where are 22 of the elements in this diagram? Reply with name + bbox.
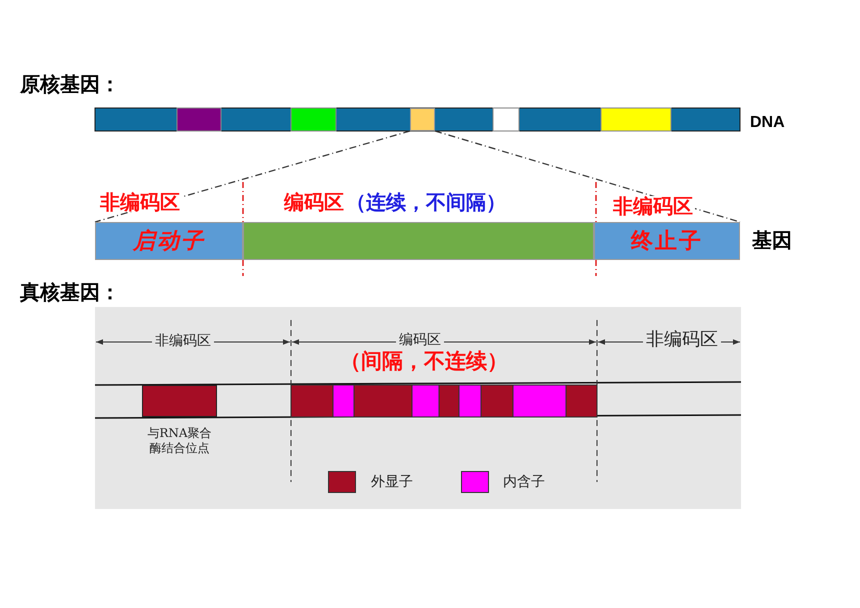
- legend-label: 内含子: [503, 475, 545, 489]
- dna-segment: [410, 108, 435, 131]
- terminator-box: [594, 222, 740, 260]
- region-note: （间隔，不连续）: [340, 350, 508, 371]
- gene-label: 基因: [752, 230, 792, 250]
- binding-site-box: [142, 385, 217, 417]
- section-title: 真核基因：: [20, 282, 120, 302]
- region-name: 终止子: [631, 227, 703, 256]
- region-label: 非编码区: [152, 334, 214, 348]
- coding-region-box: [243, 222, 594, 260]
- site-caption: 与RNA聚合酶结合位点: [146, 426, 213, 456]
- strand-label: DNA: [750, 115, 785, 131]
- legend-label: 外显子: [371, 475, 413, 489]
- promoter-box: [95, 222, 243, 260]
- region-label: 编码区: [284, 192, 344, 212]
- section-title: 原核基因：: [20, 74, 120, 94]
- region-label: 编码区: [396, 333, 444, 347]
- region-label: 非编码区: [611, 196, 695, 216]
- region-note: （连续，不间隔）: [346, 192, 506, 212]
- region-label: 非编码区: [98, 192, 182, 212]
- region-label: 非编码区: [643, 331, 721, 349]
- region-name: 启动子: [133, 227, 205, 256]
